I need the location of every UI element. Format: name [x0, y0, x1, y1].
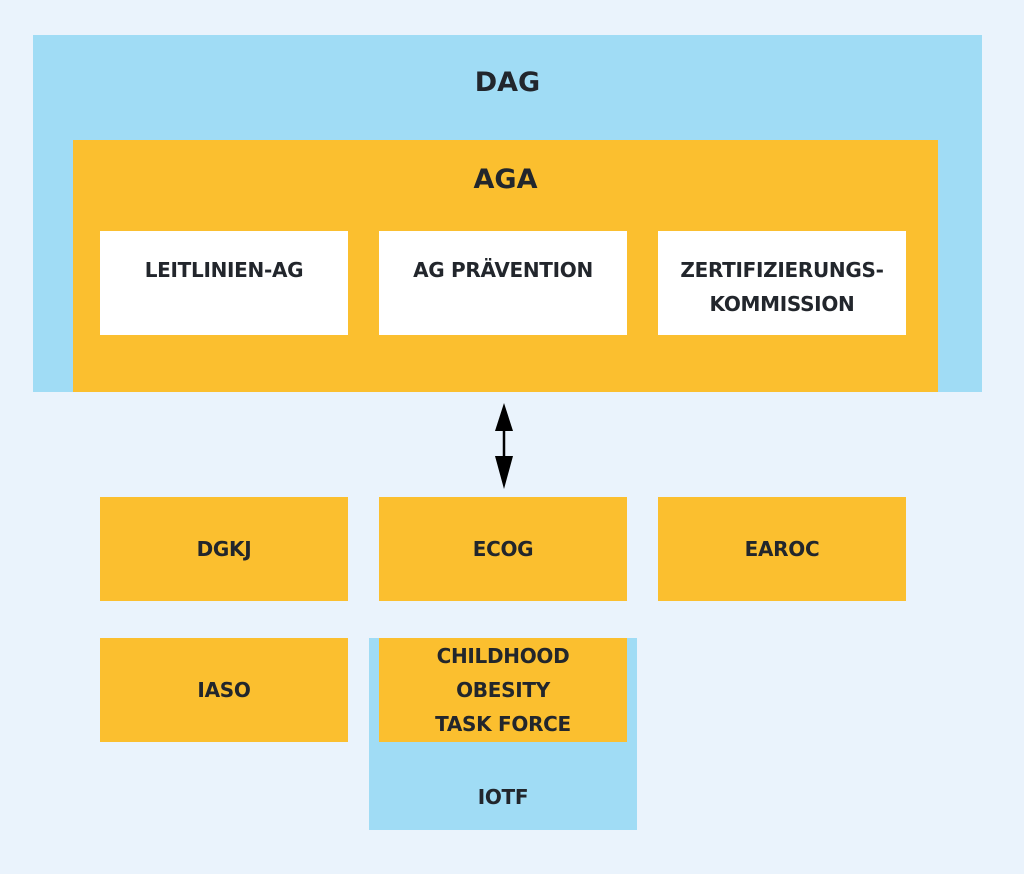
double-arrow-icon: [495, 403, 513, 489]
dag-label: DAG: [474, 67, 541, 98]
group-zertifizierungskommission: ZERTIFIZIERUNGS- KOMMISSION: [658, 231, 906, 335]
aga-label: AGA: [473, 164, 538, 195]
partner-ecog: ECOG: [379, 497, 627, 601]
partner-iaso: IASO: [100, 638, 348, 742]
iotf-label: IOTF: [477, 785, 529, 809]
group-leitlinien-ag: LEITLINIEN-AG: [100, 231, 348, 335]
partner-childhood-obesity-task-force: CHILDHOOD OBESITY TASK FORCE: [379, 638, 627, 742]
partner-earoc: EAROC: [658, 497, 906, 601]
group-ag-praevention: AG PRÄVENTION: [379, 231, 627, 335]
partner-dgkj: DGKJ: [100, 497, 348, 601]
